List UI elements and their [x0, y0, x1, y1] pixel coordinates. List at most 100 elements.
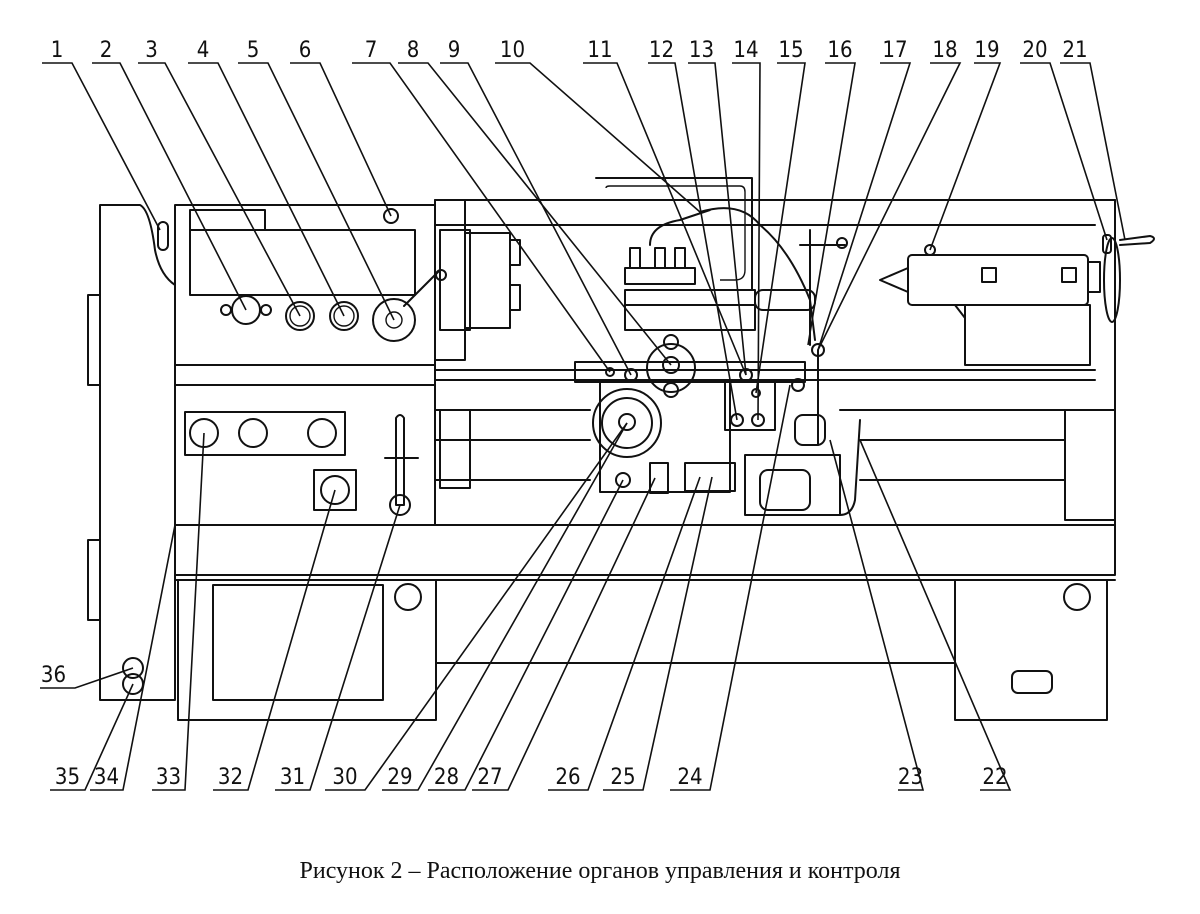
leader-33: [152, 432, 205, 791]
callout-label-6: 6: [299, 38, 312, 63]
leader-30: [325, 422, 628, 791]
spindle-flange: [439, 229, 471, 331]
tailstock-window-1: [981, 267, 997, 283]
handwheel-handle: [1119, 235, 1155, 246]
figure-caption: Рисунок 2 – Расположение органов управле…: [299, 858, 901, 884]
chuck: [464, 232, 511, 329]
callout-label-17: 17: [882, 38, 907, 63]
control-circle-36: [122, 657, 144, 679]
callout-label-11: 11: [587, 38, 612, 63]
leader-32: [213, 489, 336, 791]
callout-label-9: 9: [448, 38, 461, 63]
callout-label-12: 12: [649, 38, 674, 63]
leader-13: [688, 62, 747, 376]
callout-label-1: 1: [51, 38, 64, 63]
left-end-cover: [99, 204, 176, 701]
right-cabinet: [954, 579, 1108, 721]
callout-label-26: 26: [555, 765, 580, 790]
leader-10: [495, 62, 701, 213]
leader-27: [472, 477, 656, 791]
leader-15: [755, 62, 806, 394]
callout-label-10: 10: [500, 38, 525, 63]
leader-28: [428, 479, 624, 791]
knob-2-wing-left: [220, 304, 232, 316]
control-button-12: [730, 413, 744, 427]
lathe-drawing: [87, 177, 1155, 721]
callout-label-4: 4: [197, 38, 210, 63]
callout-label-23: 23: [898, 765, 923, 790]
chuck-jaws: [509, 239, 521, 311]
callout-label-20: 20: [1022, 38, 1047, 63]
coolant-hose-2: [699, 207, 816, 341]
left-cabinet-door: [212, 584, 384, 701]
leader-8: [398, 62, 672, 366]
headstock-plate: [189, 209, 266, 231]
apron-hole-7: [605, 367, 615, 377]
clamp-lever-20: [1102, 234, 1112, 254]
handwheel-21: [1103, 237, 1121, 323]
leader-34: [90, 524, 176, 791]
lever-31: [395, 414, 405, 506]
tailstock-lubricator-19: [924, 244, 936, 256]
leader-2: [92, 62, 247, 311]
knob-4-inner: [333, 305, 355, 327]
handwheel-hub: [1087, 261, 1101, 293]
leader-22: [859, 439, 1012, 791]
left-cover-flange: [87, 294, 101, 386]
callout-label-31: 31: [280, 765, 305, 790]
coolant-hose: [649, 209, 711, 246]
apron-handwheel-hub: [618, 413, 636, 431]
knob-3-inner: [289, 305, 311, 327]
callout-label-22: 22: [982, 765, 1007, 790]
leader-1: [42, 62, 161, 231]
callout-label-2: 2: [100, 38, 113, 63]
apron-handwheel-rim: [601, 397, 653, 449]
feed-motor: [754, 289, 816, 311]
right-cabinet-hole: [1063, 583, 1091, 611]
callout-leaders: [40, 62, 1126, 791]
leader-12: [648, 62, 738, 421]
tailstock-base: [964, 304, 1091, 366]
gear-box-23: [794, 414, 826, 446]
leader-31: [275, 504, 401, 791]
callout-label-15: 15: [778, 38, 803, 63]
bracket-pivot: [836, 237, 848, 249]
knob-2-wing-right: [260, 304, 272, 316]
leader-26: [548, 476, 701, 791]
leader-29: [382, 422, 628, 791]
callout-label-32: 32: [218, 765, 243, 790]
callout-label-21: 21: [1062, 38, 1087, 63]
apron-handwheel-29: [592, 388, 662, 458]
cross-feed-handwheel-hub: [646, 343, 696, 393]
lever-31-base: [389, 494, 411, 516]
lever-22: [829, 419, 861, 516]
leader-6: [290, 62, 392, 217]
tool-post-screw-2: [654, 247, 666, 269]
leader-20: [1020, 62, 1108, 241]
knob-4: [329, 301, 359, 331]
knob-33: [238, 418, 268, 448]
knob-5: [372, 298, 416, 342]
leader-7: [352, 62, 611, 373]
leader-5: [238, 62, 395, 321]
tool-post-screw-3: [674, 247, 686, 269]
lever-27: [649, 462, 669, 494]
leader-9: [440, 62, 632, 376]
callout-label-25: 25: [610, 765, 635, 790]
switch-32: [320, 475, 350, 505]
chip-guard-inner: [605, 185, 746, 281]
leader-4: [188, 62, 345, 317]
callout-label-14: 14: [733, 38, 758, 63]
switch-plate-32: [313, 469, 357, 511]
knob-3: [285, 301, 315, 331]
cross-slide: [624, 289, 756, 331]
motor-block: [744, 454, 841, 516]
leader-17: [817, 62, 912, 351]
tool-post-screw-1: [629, 247, 641, 269]
tool-post-plate: [624, 267, 696, 285]
leader-16: [807, 62, 856, 346]
headstock-window: [189, 229, 416, 296]
leader-24: [670, 384, 791, 791]
